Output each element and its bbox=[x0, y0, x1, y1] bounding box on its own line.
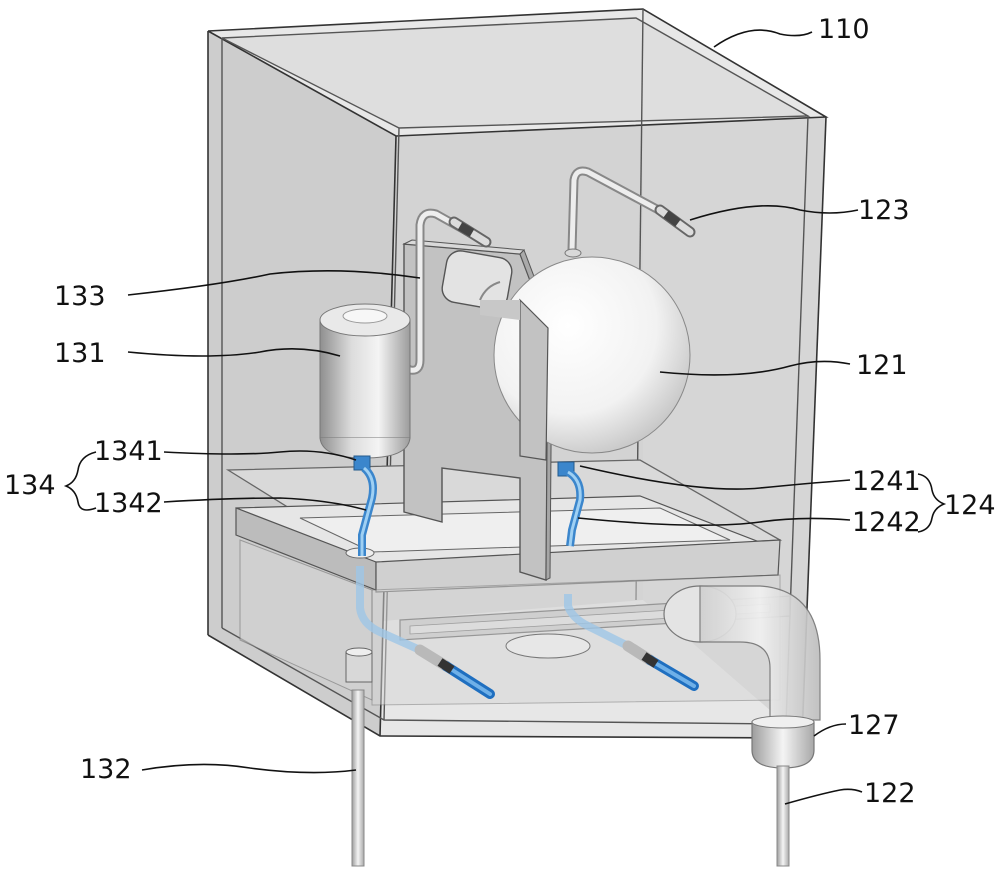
label-124: 124 bbox=[944, 490, 996, 521]
blue-pipe-134 bbox=[353, 455, 495, 699]
left-top-pipe bbox=[377, 208, 492, 375]
reference-labels: 110 123 133 131 121 1341 134 1342 1241 1… bbox=[4, 14, 996, 809]
leader-1241 bbox=[579, 465, 851, 490]
sphere-vessel bbox=[480, 256, 691, 461]
label-1241: 1241 bbox=[852, 466, 921, 497]
leader-1242 bbox=[577, 517, 851, 526]
label-1342: 1342 bbox=[94, 488, 163, 519]
leader-lines bbox=[63, 29, 947, 805]
label-131: 131 bbox=[54, 338, 106, 369]
leg-122 bbox=[776, 765, 790, 867]
label-123: 123 bbox=[858, 195, 910, 226]
top-pipe-123 bbox=[564, 166, 696, 258]
leg-132 bbox=[351, 689, 365, 867]
label-133: 133 bbox=[54, 281, 106, 312]
leader-122 bbox=[784, 788, 863, 805]
leader-127 bbox=[813, 723, 847, 737]
leader-131 bbox=[127, 348, 341, 357]
cap-127 bbox=[751, 715, 815, 769]
label-122: 122 bbox=[864, 778, 916, 809]
label-1242: 1242 bbox=[852, 507, 921, 538]
brace-134 bbox=[63, 451, 97, 511]
label-127: 127 bbox=[848, 710, 900, 741]
label-110: 110 bbox=[818, 14, 870, 45]
label-132: 132 bbox=[80, 754, 132, 785]
leader-133 bbox=[127, 270, 421, 296]
elbow-pipe bbox=[663, 585, 821, 721]
leader-123 bbox=[689, 204, 859, 221]
leader-121 bbox=[659, 360, 851, 376]
cylinder-tank bbox=[319, 303, 411, 459]
label-121: 121 bbox=[856, 350, 908, 381]
label-1341: 1341 bbox=[94, 436, 163, 467]
label-134: 134 bbox=[4, 470, 56, 501]
brace-124 bbox=[917, 473, 947, 533]
leader-1341 bbox=[163, 450, 357, 461]
leader-1342 bbox=[163, 497, 367, 511]
blue-pipe-124 bbox=[557, 461, 699, 691]
leader-132 bbox=[141, 763, 357, 774]
leader-110 bbox=[713, 29, 813, 48]
